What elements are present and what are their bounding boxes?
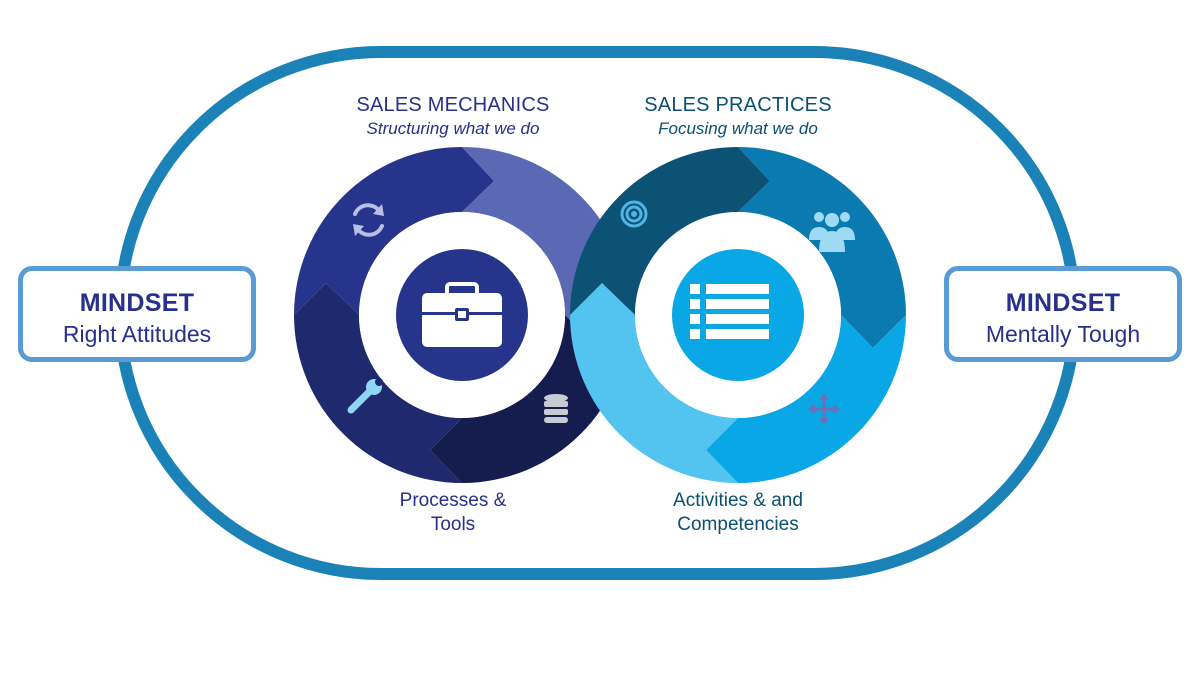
sales-mechanics-footer: Processes & Tools xyxy=(303,489,603,537)
mindset-box-left: MINDSET Right Attitudes xyxy=(18,266,256,362)
practices-footer-line2: Competencies xyxy=(677,514,799,535)
mindset-box-right: MINDSET Mentally Tough xyxy=(944,266,1182,362)
mindset-right-title: MINDSET xyxy=(1005,289,1121,317)
practices-footer-line1: Activities & and xyxy=(673,490,803,511)
database-icon xyxy=(544,394,568,423)
refresh-icon xyxy=(353,203,384,237)
sales-mechanics-title: SALES MECHANICS xyxy=(356,94,550,116)
move-icon xyxy=(808,393,840,425)
list-icon xyxy=(690,284,769,339)
practices-segment-bottom-left xyxy=(570,283,738,483)
sales-mechanics-heading: SALES MECHANICS Structuring what we do xyxy=(303,94,603,139)
mechanics-footer-line2: Tools xyxy=(430,514,476,535)
mechanics-footer-line1: Processes & xyxy=(399,490,507,511)
group-icon xyxy=(809,212,855,252)
wrench-icon xyxy=(347,378,383,414)
briefcase-icon xyxy=(422,282,502,347)
mindset-left-subtitle: Right Attitudes xyxy=(62,321,212,347)
mindset-right-subtitle: Mentally Tough xyxy=(985,321,1141,347)
sales-mechanics-subtitle: Structuring what we do xyxy=(366,119,540,138)
mechanics-segment-top-left xyxy=(294,147,494,315)
sales-practices-subtitle: Focusing what we do xyxy=(658,119,818,138)
practices-segment-bottom-right xyxy=(706,315,906,483)
target-icon xyxy=(620,200,648,228)
mindset-left-title: MINDSET xyxy=(79,289,195,317)
sales-practices-footer: Activities & and Competencies xyxy=(588,489,888,537)
sales-practices-title: SALES PRACTICES xyxy=(644,94,832,116)
practices-segment-top-left xyxy=(570,147,770,315)
sales-practices-heading: SALES PRACTICES Focusing what we do xyxy=(588,94,888,139)
